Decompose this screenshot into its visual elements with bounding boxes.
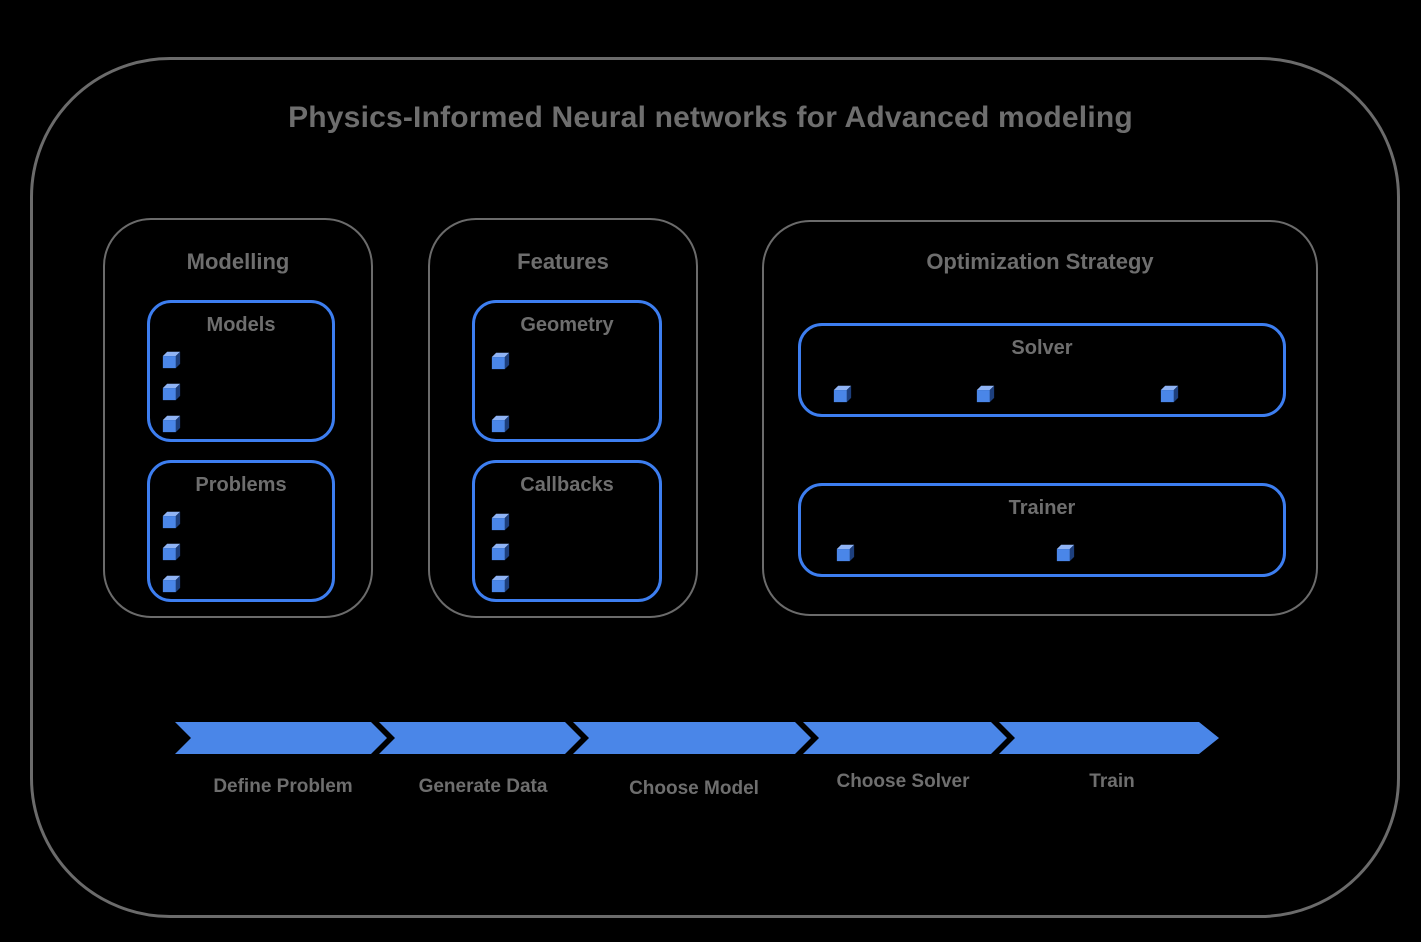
flow-step-label: Choose Model [629,778,759,799]
flow-arrow-segment [573,722,811,754]
box-models: Models [147,300,335,442]
cube-icon [491,542,510,561]
box-problems: Problems [147,460,335,602]
page-title: Physics-Informed Neural networks for Adv… [288,101,1133,134]
box-title: Models [206,314,276,336]
cube-icon [491,512,510,531]
cube-icon [1160,384,1179,403]
process-flow-arrow [175,722,1219,754]
flow-step-label: Define Problem [213,776,353,797]
cube-icon [162,382,181,401]
cube-icon [1056,543,1075,562]
cube-icon [976,384,995,403]
flow-arrow-segment [379,722,581,754]
group-title: Modelling [186,249,290,274]
flow-arrow-segment [175,722,387,754]
flow-step-label: Generate Data [418,776,548,797]
box-solver: Solver [798,323,1286,417]
group-optimization-strategy: Optimization Strategy Solver Trainer [762,220,1318,616]
cube-icon [162,350,181,369]
group-title: Features [517,249,609,274]
group-title: Optimization Strategy [926,249,1154,274]
box-title: Trainer [1008,497,1076,519]
cube-icon [162,414,181,433]
cube-icon [491,351,510,370]
cube-icon [491,574,510,593]
box-title: Problems [195,474,287,496]
cube-icon [162,510,181,529]
cube-icon [491,414,510,433]
box-title: Geometry [520,314,614,336]
box-title: Callbacks [520,474,614,496]
cube-icon [836,543,855,562]
cube-icon [833,384,852,403]
cube-icon [162,574,181,593]
box-geometry: Geometry [472,300,662,442]
cube-icon [162,542,181,561]
box-title: Solver [1011,337,1073,359]
flow-arrow-segment [999,722,1219,754]
box-callbacks: Callbacks [472,460,662,602]
group-modelling: Modelling Models Problems [103,218,373,618]
group-features: Features Geometry Callbacks [428,218,698,618]
diagram-outer-frame [30,57,1400,918]
flow-step-label: Train [1089,771,1135,792]
box-trainer: Trainer [798,483,1286,577]
flow-arrow-segment [803,722,1007,754]
flow-step-label: Choose Solver [836,771,970,792]
